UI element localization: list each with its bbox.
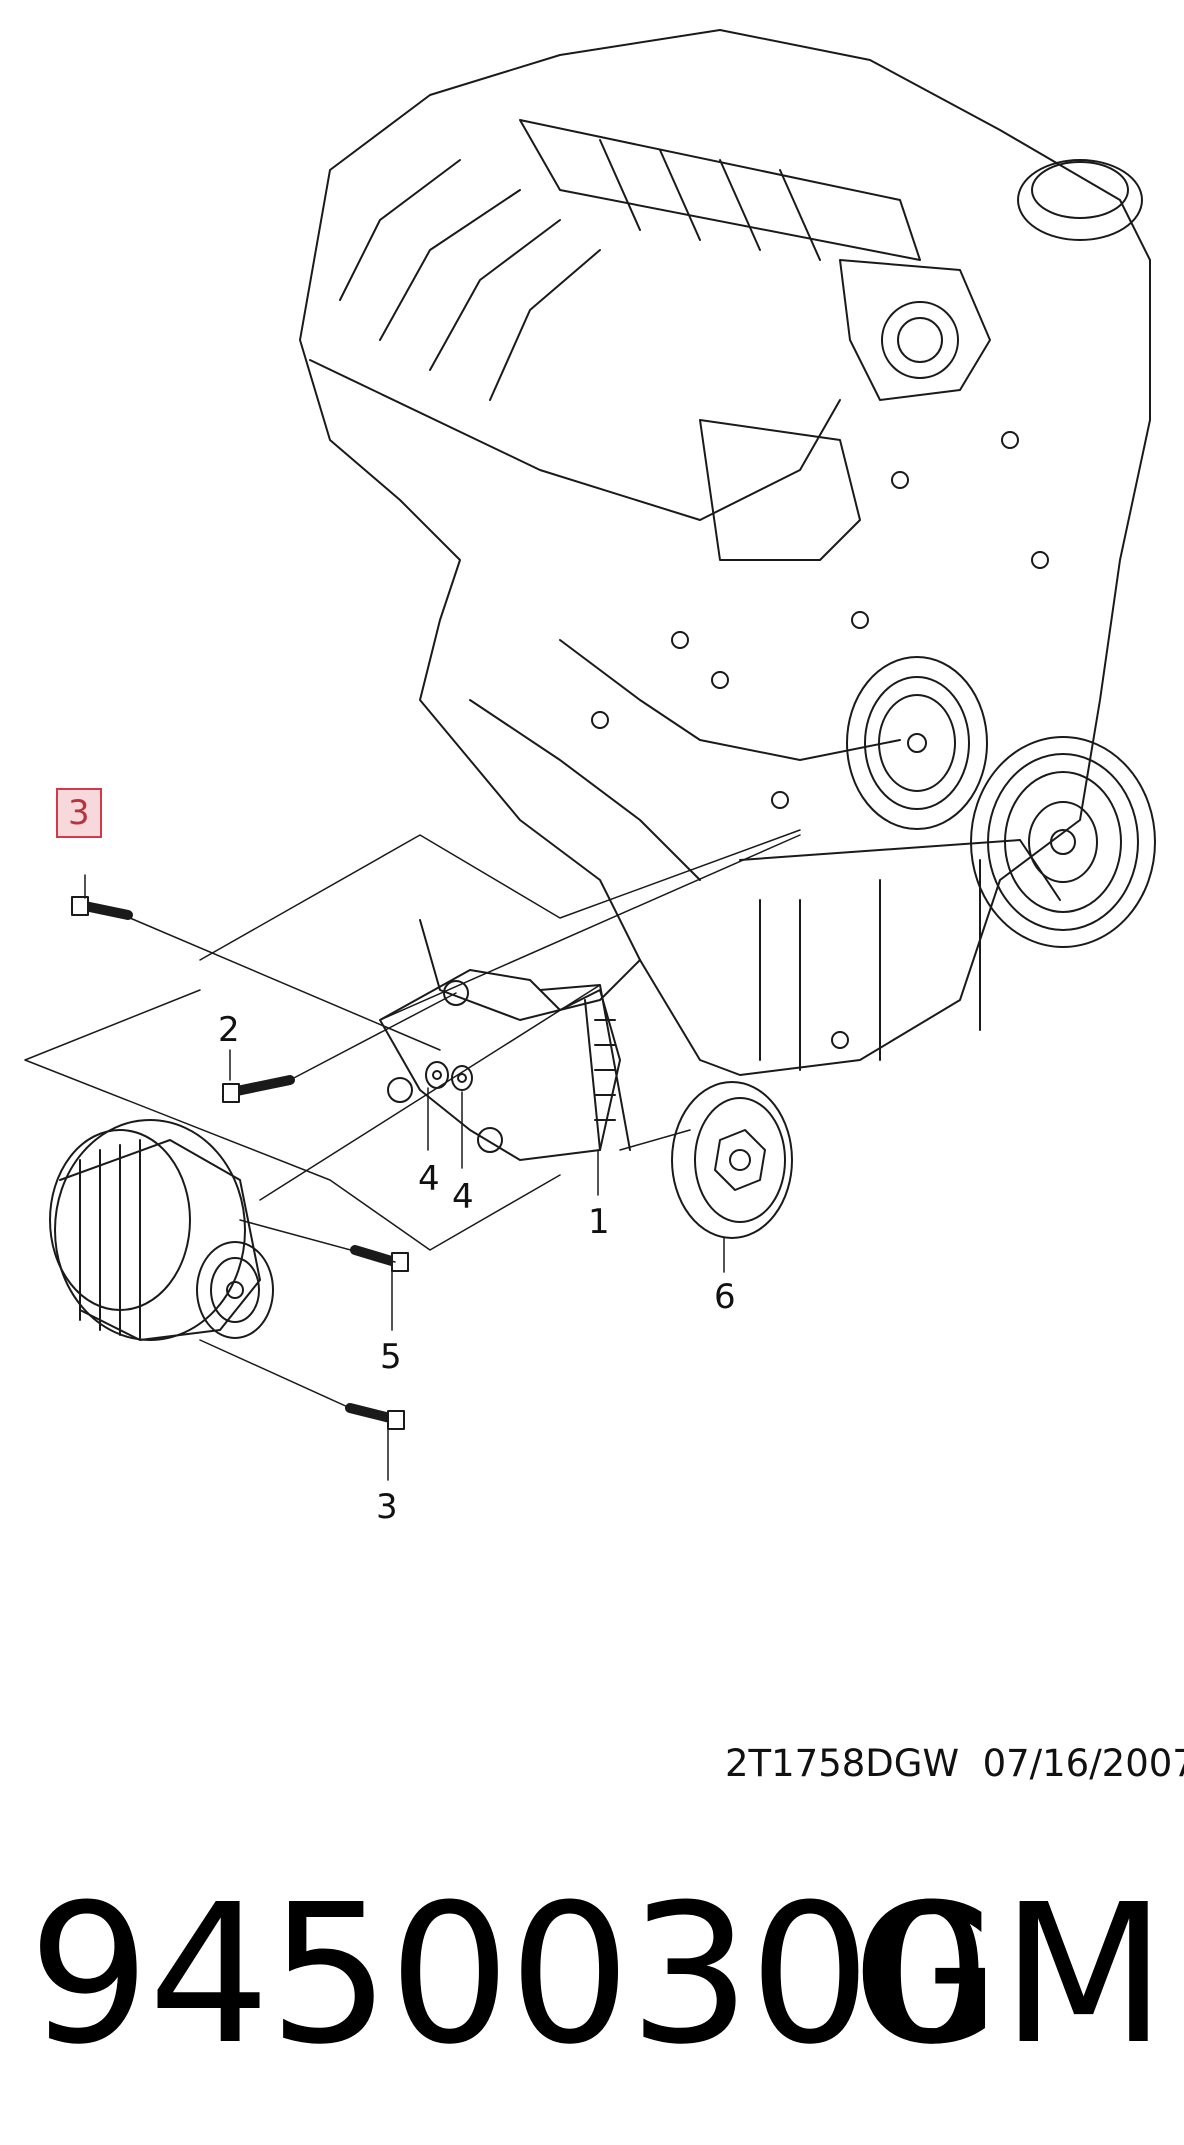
engine-assembly — [299, 29, 1156, 1076]
callout-3-top[interactable]: 3 — [56, 788, 102, 838]
bolt-2 — [222, 1075, 295, 1103]
callout-4b: 4 — [452, 1177, 474, 1217]
alternator-bracket — [379, 969, 631, 1161]
callout-3-bottom: 3 — [376, 1487, 398, 1527]
nut-4a — [425, 1061, 449, 1089]
callout-1: 1 — [588, 1202, 610, 1242]
idler-pulley — [671, 1081, 793, 1239]
bolt-3-top — [71, 896, 133, 920]
callout-6: 6 — [714, 1277, 736, 1317]
alternator — [49, 1119, 274, 1341]
callout-4a: 4 — [418, 1159, 440, 1199]
callout-5: 5 — [380, 1337, 402, 1377]
leader-lines — [24, 829, 801, 1481]
callout-2: 2 — [218, 1010, 240, 1050]
bolt-3-bottom — [345, 1403, 405, 1430]
washer-4b — [451, 1065, 473, 1091]
brand-label: GM — [852, 1864, 1167, 2087]
part-number: 94500300 — [28, 1864, 991, 2087]
drawing-id-label: 2T1758DGW 07/16/2007 — [725, 1742, 1184, 1785]
